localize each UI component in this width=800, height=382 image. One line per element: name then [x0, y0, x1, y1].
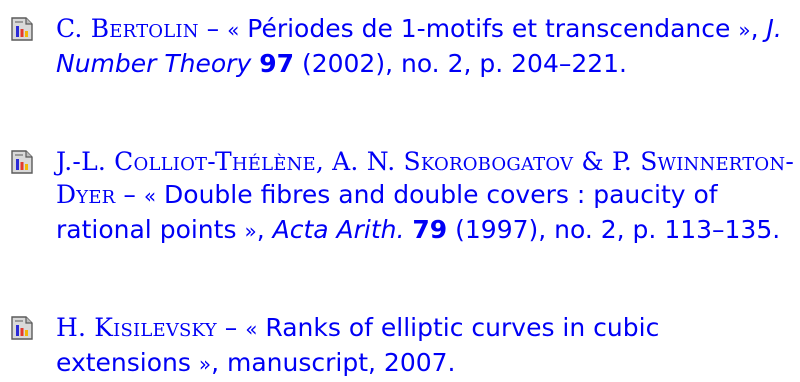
reference-details: , manuscript, 2007.: [211, 348, 456, 377]
reference-dash: –: [115, 180, 144, 209]
reference-separator: ,: [256, 215, 273, 244]
close-quote: »: [244, 219, 257, 243]
bibliography-document-icon: [11, 17, 33, 41]
reference-author: C. Bertolin: [56, 14, 199, 43]
open-quote: «: [143, 184, 157, 208]
reference-journal: Acta Arith.: [272, 215, 405, 244]
reference-dash: –: [216, 313, 246, 342]
reference-volume: 97: [259, 49, 294, 78]
bibliography-document-icon: [11, 150, 33, 174]
close-quote: »: [738, 18, 751, 42]
reference-title: Double fibres and double covers : paucit…: [56, 180, 718, 244]
reference-author: H. Kisilevsky: [56, 313, 217, 342]
reference-dash: –: [198, 14, 228, 43]
reference-details: (2002), no. 2, p. 204–221.: [294, 49, 628, 78]
reference-author: J.-L. Colliot-Thélène, A. N. Skorobogato…: [56, 147, 794, 209]
reference-entry: H. Kisilevsky – « Ranks of elliptic curv…: [11, 311, 796, 381]
reference-entry: J.-L. Colliot-Thélène, A. N. Skorobogato…: [11, 145, 796, 248]
reference-separator: ,: [750, 14, 767, 43]
reference-details: (1997), no. 2, p. 113–135.: [447, 215, 781, 244]
close-quote: »: [198, 352, 212, 376]
open-quote: «: [245, 317, 258, 341]
bibliography-document-icon: [11, 316, 33, 340]
reference-journal: J. Number Theory: [56, 14, 782, 78]
reference-title: Périodes de 1-motifs et transcendance: [247, 14, 731, 43]
open-quote: «: [227, 18, 240, 42]
reference-entry: C. Bertolin – « Périodes de 1-motifs et …: [11, 12, 796, 80]
reference-volume: 79: [412, 215, 448, 244]
reference-title: Ranks of elliptic curves in cubic extens…: [56, 313, 660, 377]
